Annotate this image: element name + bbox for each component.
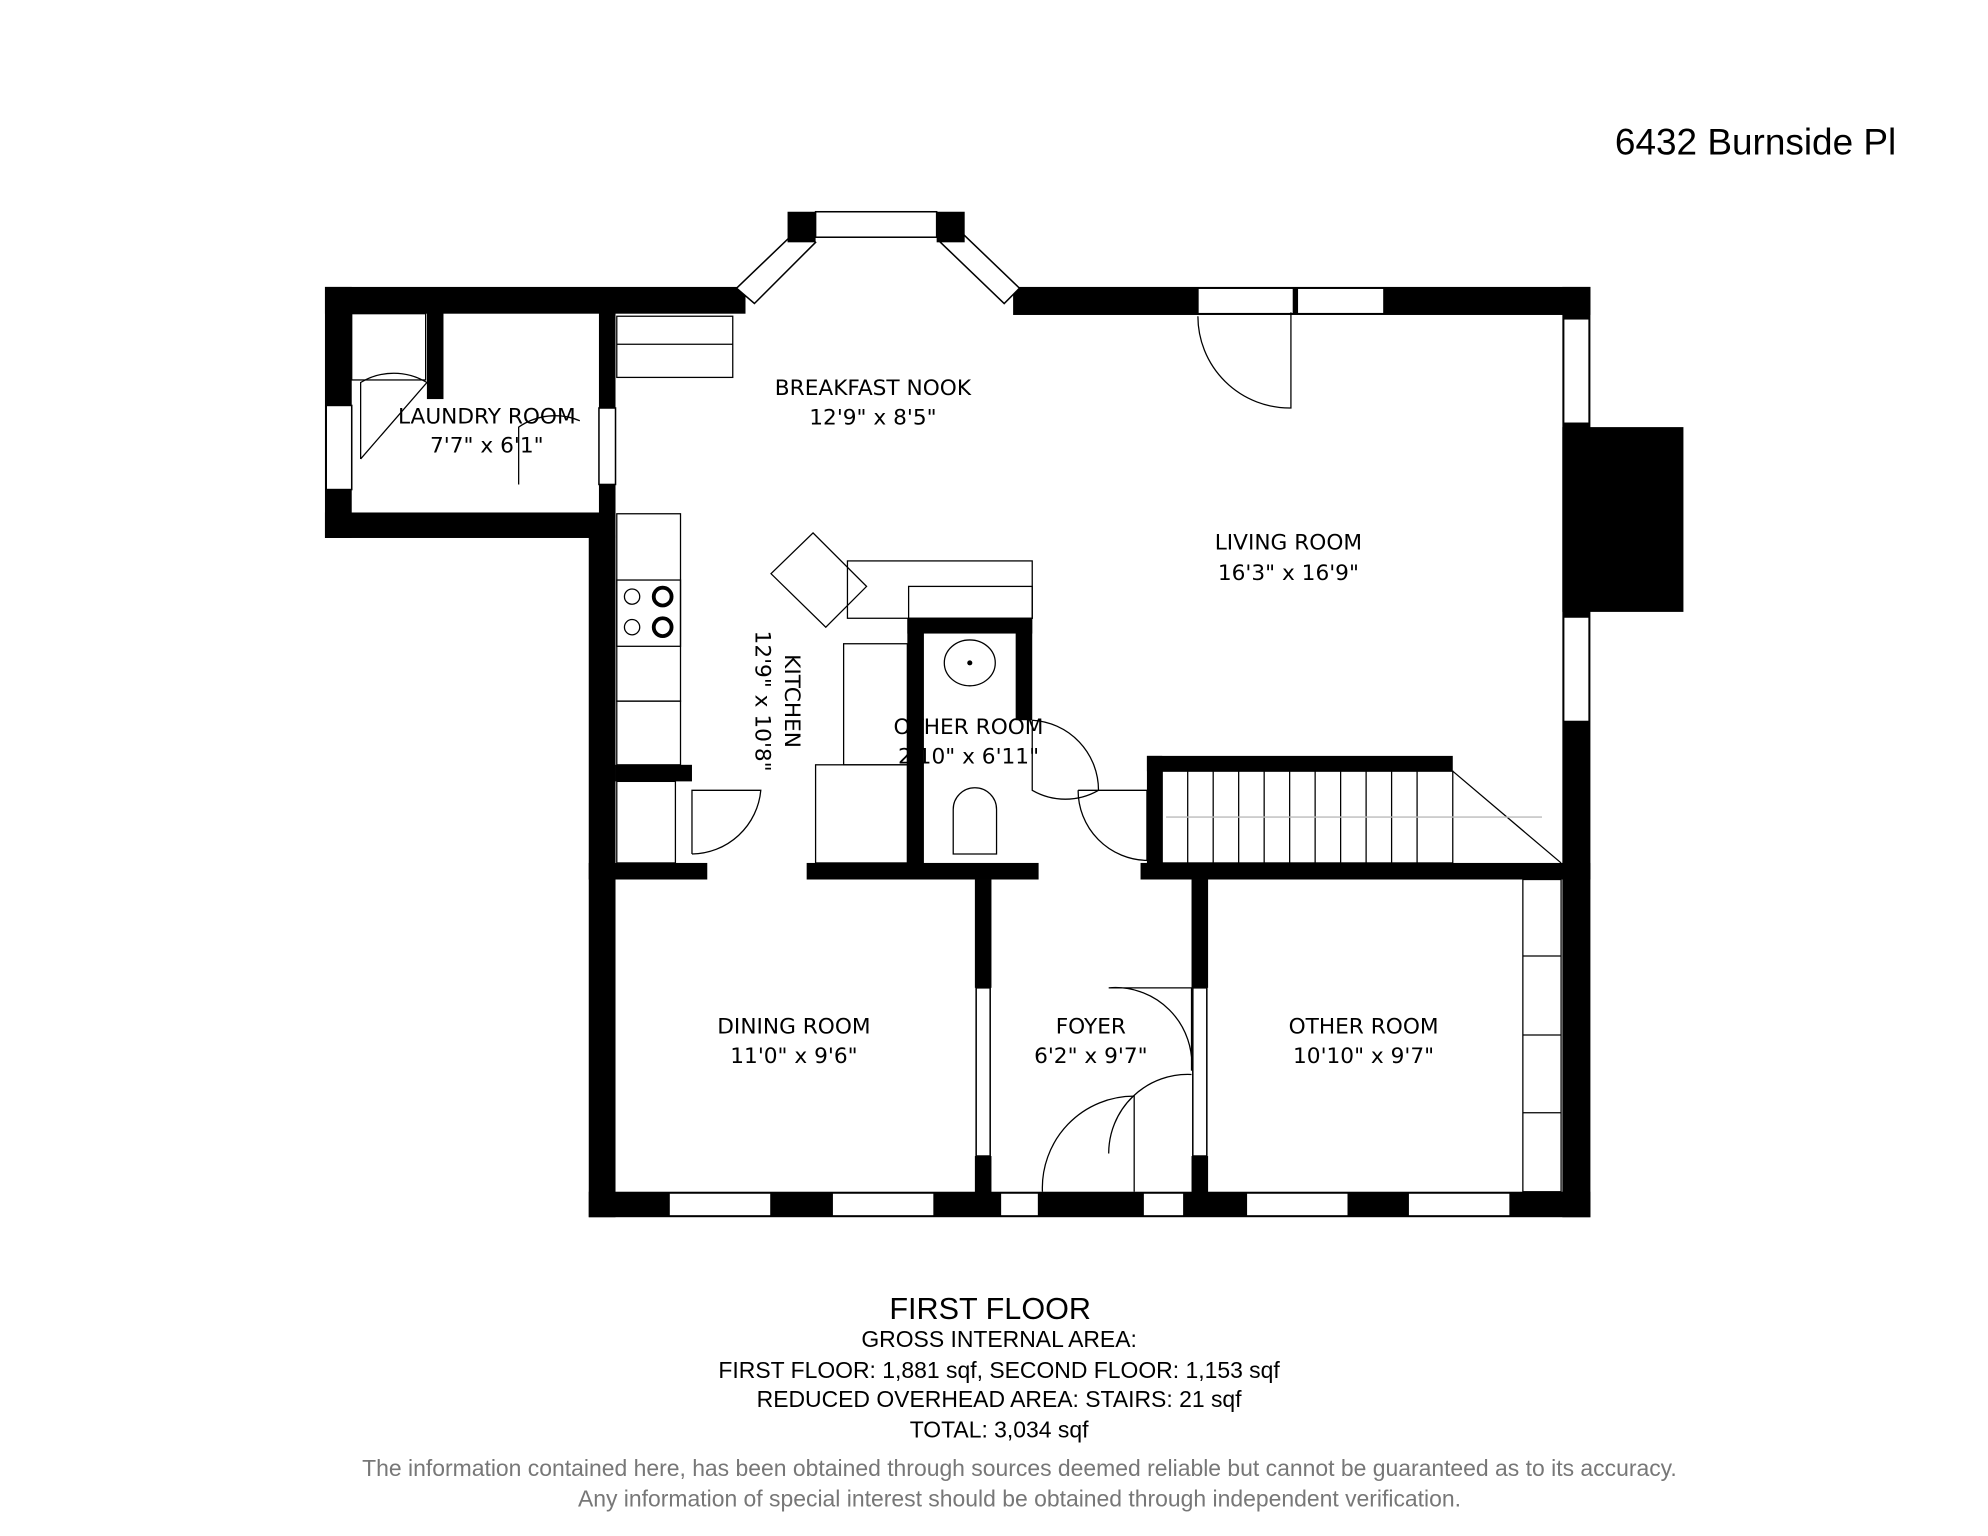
room-size: 2'10" x 6'11" (898, 745, 1039, 770)
room-size: 11'0" x 9'6" (730, 1044, 857, 1069)
address-title: 6432 Burnside Pl (1615, 121, 1896, 162)
room-name: FOYER (1056, 1015, 1126, 1040)
room-name: LAUNDRY ROOM (398, 404, 576, 429)
reduced-area: REDUCED OVERHEAD AREA: STAIRS: 21 sqf (757, 1386, 1243, 1412)
area-heading: GROSS INTERNAL AREA: (861, 1326, 1137, 1352)
room-size: 10'10" x 9'7" (1293, 1044, 1434, 1069)
room-name: DINING ROOM (717, 1015, 870, 1040)
windows (325, 210, 1590, 1217)
room-size: 6'2" x 9'7" (1034, 1044, 1148, 1069)
room-name: LIVING ROOM (1215, 530, 1362, 555)
fixtures (351, 313, 1653, 1193)
floor-title: FIRST FLOOR (889, 1292, 1091, 1326)
floor-areas: FIRST FLOOR: 1,881 sqf, SECOND FLOOR: 1,… (718, 1357, 1280, 1383)
room-name: KITCHEN (779, 654, 804, 748)
room-size: 7'7" x 6'1" (430, 434, 544, 459)
doors (360, 312, 1292, 1192)
room-size: 12'9" x 10'8" (750, 631, 775, 772)
total-area: TOTAL: 3,034 sqf (910, 1417, 1089, 1443)
room-size: 12'9" x 8'5" (809, 406, 936, 431)
disclaimer: The information contained here, has been… (362, 1455, 1677, 1481)
area-summary: FIRST FLOOR GROSS INTERNAL AREA: FIRST F… (362, 1292, 1677, 1511)
room-name: OTHER ROOM (1289, 1015, 1439, 1040)
disclaimer: Any information of special interest shou… (578, 1485, 1461, 1511)
room-name: OTHER ROOM (894, 715, 1044, 740)
room-name: BREAKFAST NOOK (775, 376, 972, 401)
room-labels: LAUNDRY ROOM 7'7" x 6'1" BREAKFAST NOOK … (398, 376, 1439, 1069)
room-size: 16'3" x 16'9" (1218, 561, 1359, 586)
stairs (1161, 770, 1562, 864)
